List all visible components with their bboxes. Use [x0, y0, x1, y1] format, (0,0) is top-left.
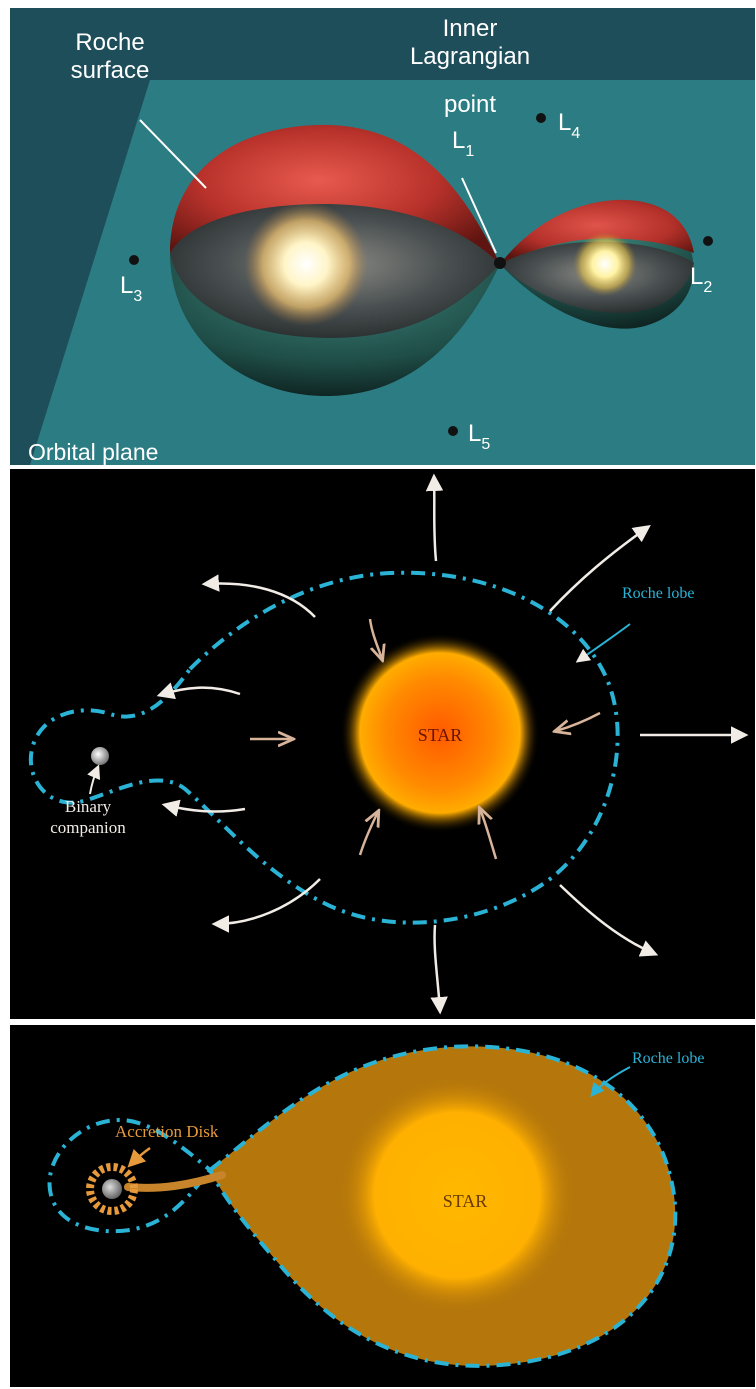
- l4-point: [536, 113, 546, 123]
- binary-companion-label-1: Binary: [65, 797, 112, 816]
- star: [339, 1077, 575, 1313]
- inflow-arrow-right: [556, 711, 601, 731]
- star-label: STAR: [443, 1191, 488, 1211]
- roche-lobe-pointer: [575, 623, 631, 663]
- companion-pointer: [87, 764, 101, 795]
- inner-lagrangian-label-1: Inner: [443, 15, 498, 42]
- mass-flow-panel: STAR Roche lobe Binary companion: [10, 469, 755, 1019]
- star-label: STAR: [418, 725, 463, 745]
- l1-label: L1: [452, 127, 474, 160]
- outflow-arrow-top-left: [201, 574, 316, 618]
- outflow-arrow-bottom: [430, 924, 448, 1015]
- l2-label: L2: [690, 263, 712, 296]
- outflow-arrow-left-upper: [156, 682, 241, 700]
- inflow-arrow-top: [368, 618, 382, 659]
- inner-lagrangian-label-3: point: [444, 91, 496, 118]
- binary-companion: [102, 1179, 122, 1199]
- l2-point: [703, 236, 713, 246]
- roche-surface-panel: Roche surface Inner Lagrangian point L1 …: [10, 8, 755, 465]
- roche-lobe-label: Roche lobe: [632, 1050, 704, 1067]
- mass-flow-illustration: STAR Roche lobe Binary companion: [28, 473, 749, 1015]
- accretion-disk-pointer: [127, 1146, 151, 1168]
- binary-companion: [91, 747, 109, 765]
- l4-label: L4: [558, 109, 580, 142]
- outflow-arrow-left-lower: [161, 799, 246, 817]
- roche-lobe-label: Roche lobe: [622, 585, 694, 602]
- l5-label: L5: [468, 420, 490, 453]
- roche-surface-leader: [139, 119, 207, 189]
- l3-point: [129, 255, 139, 265]
- binary-companion-label-2: companion: [50, 818, 126, 837]
- l1-point: [494, 257, 506, 269]
- inflow-arrow-bottom-right: [480, 809, 498, 860]
- roche-surface-label-2: surface: [71, 57, 150, 84]
- outflow-arrow-top-right: [549, 524, 651, 612]
- roche-surface-illustration: Roche surface Inner Lagrangian point L1 …: [28, 15, 755, 465]
- l3-label: L3: [120, 272, 142, 305]
- l1-leader: [461, 177, 497, 254]
- outflow-arrow-bottom-right: [559, 884, 659, 957]
- overflow-panel: STAR Accretion Disk Roche lobe: [10, 1025, 755, 1387]
- secondary-star: [573, 232, 637, 296]
- outflow-arrow-top: [425, 473, 444, 562]
- inflow-arrow-bottom-left: [358, 812, 378, 856]
- inner-lagrangian-label-2: Lagrangian: [410, 43, 530, 70]
- star: [340, 633, 540, 833]
- roche-lobe-outline: [28, 570, 620, 925]
- outflow-arrow-bottom-left: [211, 878, 321, 933]
- roche-overflow-illustration: STAR Accretion Disk Roche lobe: [47, 1044, 704, 1368]
- accretion-disk-label: Accretion Disk: [115, 1122, 219, 1141]
- accretion-disk: [86, 1163, 138, 1215]
- roche-lobe-upper-small: [500, 199, 694, 264]
- roche-lobe-outline: [47, 1044, 678, 1368]
- l5-point: [448, 426, 458, 436]
- primary-star: [244, 202, 368, 326]
- roche-surface-label-1: Roche: [75, 29, 144, 56]
- orbital-plane-label: Orbital plane: [28, 439, 158, 465]
- mass-stream: [124, 1171, 226, 1192]
- roche-lobe-pointer: [590, 1066, 631, 1098]
